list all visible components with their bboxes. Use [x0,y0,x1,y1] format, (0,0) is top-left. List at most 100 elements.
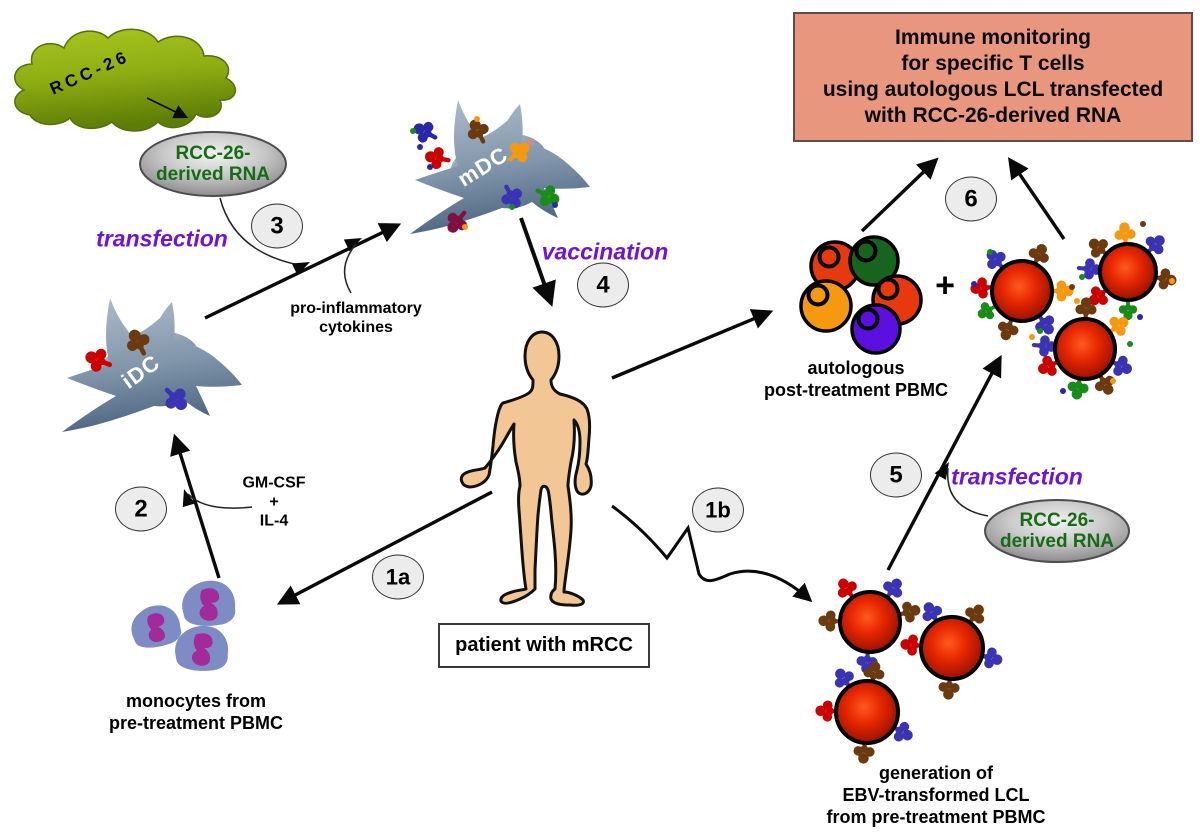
antigen-dot [528,139,534,145]
pbmc-cluster [799,235,923,355]
antigen-dot [1140,221,1146,227]
gmcsf-il4-label: GM-CSF + IL-4 [242,474,305,531]
patient-label-box: patient with mRCC [438,623,650,668]
cytokines-label: pro-inflammatory cytokines [290,299,422,337]
antigen-dot [410,128,416,134]
gmcsf-line: GM-CSF [242,474,306,492]
monocyte-cell [175,625,229,671]
antigen-dot [987,249,993,255]
connector-rna2-to-arrow [946,467,989,517]
arrow-tumor-to-rna [146,97,189,119]
immune-box-line: with RCC-26-derived RNA [864,104,1122,127]
antigen-dot [1110,378,1116,384]
mdc-receptors [409,115,564,239]
cytokines-line2: cytokines [319,319,393,336]
pbmc-cell [848,235,900,287]
step-badge-1b: 1b [692,487,744,533]
lcl-cell [1053,317,1117,381]
lcl-cell [834,679,900,745]
rna-ellipse-left [139,131,287,197]
ebv-lcl-cluster [815,573,1005,765]
arrow-transfected-to-box [1008,157,1066,240]
step-badge-2: 2 [115,486,167,532]
lcl-line3: from pre-treatment PBMC [826,807,1046,827]
antigen-dot [1169,278,1175,284]
plus-line: + [269,493,279,511]
connector-cytokines-to-arrow [343,243,357,294]
rna-left-label: RCC-26- derived RNA [156,143,270,185]
immune-box-line: for specific T cells [901,52,1085,75]
antigen-dot [1037,328,1043,334]
connector-gmcsf-to-arrow [187,493,253,509]
antigen-dot [462,224,468,230]
rna-right-line2: derived RNA [999,531,1115,552]
connector-rna1-to-arrow [219,197,300,266]
antigen-dot [1069,284,1075,290]
patient-figure [459,330,593,607]
antigen-dot [417,144,423,150]
step-badge-1a: 1a [372,554,424,600]
arrow-patient-to-monocytes [276,490,493,605]
immune-monitoring-box: Immune monitoring for specific T cells u… [793,12,1193,142]
rna-left-line1: RCC-26- [175,143,251,164]
monocytes-label: monocytes from pre-treatment PBMC [109,690,283,734]
step-badge-4: 4 [577,262,629,308]
antigen-dot [971,281,977,287]
step-badge-6: 6 [945,176,997,222]
immune-box-line: Immune monitoring [895,26,1091,49]
pbmc-line2: post-treatment PBMC [763,380,949,400]
monocyte-cluster [131,580,236,671]
arrow-monocytes-to-idc [170,433,221,579]
transfection-right-label: transfection [951,463,1083,490]
arrow-patient-to-lcl-wavy [611,504,813,603]
monocyte-cell [182,580,236,626]
pbmc-nucleus-ring [817,245,841,269]
antigen-dot [1127,341,1133,347]
arrow-idc-to-mdc [204,223,402,320]
antigen-dot [1029,334,1035,340]
antigen-dot [474,116,480,122]
antigen-dot [1074,298,1080,304]
step-badge-5: 5 [870,452,922,498]
idc-cell [62,298,242,432]
lcl-cell [990,259,1054,323]
antigen-dot [427,164,433,170]
pbmc-cell [850,303,902,355]
immune-box-line: using autologous LCL transfected [822,78,1164,101]
lcl-line2: EBV-transformed LCL [842,785,1030,805]
lcl-line1: generation of [878,763,993,783]
transfection-left-label: transfection [96,225,228,252]
antigen-dot [1060,388,1066,394]
pbmc-nucleus-ring [876,277,900,301]
rna-right-label: RCC-26- derived RNA [1000,510,1114,552]
rna-right-line1: RCC-26- [1019,510,1095,531]
plus-sign: + [935,266,955,305]
antigen-dot [1079,274,1085,280]
monocyte-cell [131,605,182,648]
arrow-mdc-to-patient [519,217,556,307]
arrow-pbmc-to-box [860,157,939,233]
vaccination-label: vaccination [541,238,669,265]
rna-left-line2: derived RNA [155,164,271,185]
il4-line: IL-4 [259,512,289,530]
pbmc-nucleus-ring [854,239,878,263]
pbmc-nucleus-ring [856,307,880,331]
pbmc-label: autologous post-treatment PBMC [764,357,948,401]
lcl-cell [1098,242,1158,302]
pbmc-line1: autologous [807,358,905,378]
monocytes-line1: monocytes from [125,691,267,711]
transfected-lcl-cluster [969,221,1179,402]
pbmc-nucleus-ring [806,283,830,307]
antigen-dot [552,202,558,208]
arrow-patient-to-pbmc [611,309,774,380]
patient-label: patient with mRCC [455,634,633,656]
monocytes-line2: pre-treatment PBMC [108,713,284,733]
pbmc-cell [799,279,853,333]
arrow-lcl-to-transfected [886,354,1002,571]
antigen-dot [1137,314,1143,320]
rna-ellipse-right [984,499,1130,563]
cytokines-line1: pro-inflammatory [290,300,422,317]
lcl-label: generation of EBV-transformed LCL from p… [826,762,1045,828]
